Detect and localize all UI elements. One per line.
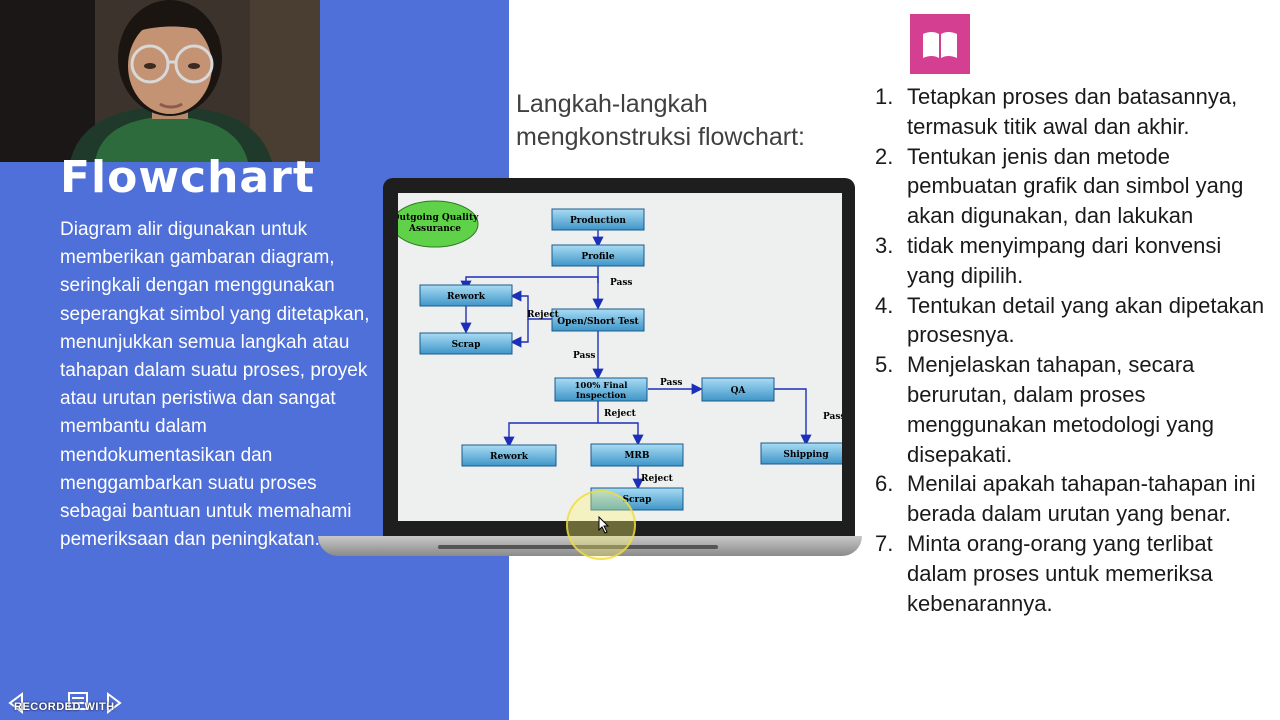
steps-heading: Langkah-langkah mengkonstruksi flowchart… (516, 90, 806, 151)
label-pass-4: Pass (823, 412, 842, 422)
mouse-pointer-icon (598, 516, 610, 534)
node-final-inspection-1: 100% Final (575, 381, 629, 391)
label-reject-1: Reject (527, 310, 560, 320)
label-pass-3: Pass (660, 378, 683, 388)
node-final-inspection-2: Inspection (576, 391, 626, 401)
node-mrb: MRB (624, 451, 649, 461)
step-text: Menjelaskan tahapan, secara berurutan, d… (907, 352, 1215, 467)
step-number: 2. (875, 143, 894, 169)
webcam-background-door (250, 0, 320, 162)
step-text: Tentukan jenis dan metode pembuatan graf… (907, 143, 1244, 229)
node-open-short-test: Open/Short Test (557, 317, 639, 327)
book-icon (910, 14, 970, 74)
webcam-video (0, 0, 320, 162)
step-item: 6. Menilai apakah tahapan-tahapan ini ber… (872, 469, 1272, 529)
node-rework-top: Rework (447, 292, 486, 302)
recorder-watermark: RECORDED WITH (14, 701, 115, 713)
step-item: 3. tidak menyimpang dari konvensi yang di… (872, 231, 1272, 291)
step-number: 6. (875, 471, 894, 497)
node-qa: QA (731, 386, 747, 396)
label-pass-1: Pass (610, 278, 633, 288)
label-pass-2: Pass (573, 351, 596, 361)
slide-description: Diagram alir digunakan untuk memberikan … (60, 219, 370, 551)
node-profile: Profile (581, 252, 614, 262)
step-item: 1. Tetapkan proses dan batasannya, termas… (872, 82, 1272, 142)
slide-menu-icon[interactable] (66, 690, 90, 712)
label-reject-3: Reject (641, 474, 674, 484)
step-item: 7. Minta orang-orang yang terlibat dalam … (872, 529, 1272, 618)
step-text: tidak menyimpang dari konvensi yang dipi… (907, 232, 1222, 288)
step-item: 4. Tentukan detail yang akan dipetakan pr… (872, 291, 1272, 351)
node-rework-bottom: Rework (490, 452, 529, 462)
webcam-background-shelf (0, 0, 95, 162)
step-number: 1. (875, 84, 894, 109)
label-reject-2: Reject (604, 409, 637, 419)
step-item: 5. Menjelaskan tahapan, secara berurutan,… (872, 350, 1272, 469)
step-item: 2. Tentukan jenis dan metode pembuatan gr… (872, 142, 1272, 231)
presenter-figure (70, 0, 272, 162)
arrow-left-icon[interactable] (4, 690, 30, 716)
node-scrap-top: Scrap (452, 340, 481, 350)
step-number: 4. (875, 292, 894, 318)
step-text: Menilai apakah tahapan-tahapan ini berad… (907, 471, 1256, 527)
slide-title: Flowchart (60, 152, 315, 203)
step-text: Tentukan detail yang akan dipetakan pros… (907, 292, 1265, 348)
step-number: 7. (875, 530, 894, 556)
steps-list: 1. Tetapkan proses dan batasannya, termas… (872, 82, 1272, 618)
step-number: 5. (875, 352, 894, 378)
arrow-right-icon[interactable] (100, 690, 126, 716)
node-production: Production (570, 216, 626, 226)
step-text: Minta orang-orang yang terlibat dalam pr… (907, 530, 1213, 616)
node-shipping: Shipping (783, 450, 829, 460)
step-number: 3. (875, 232, 894, 258)
step-text: Tetapkan proses dan batasannya, termasuk… (907, 84, 1238, 139)
node-scrap-bottom: Scrap (623, 495, 652, 505)
